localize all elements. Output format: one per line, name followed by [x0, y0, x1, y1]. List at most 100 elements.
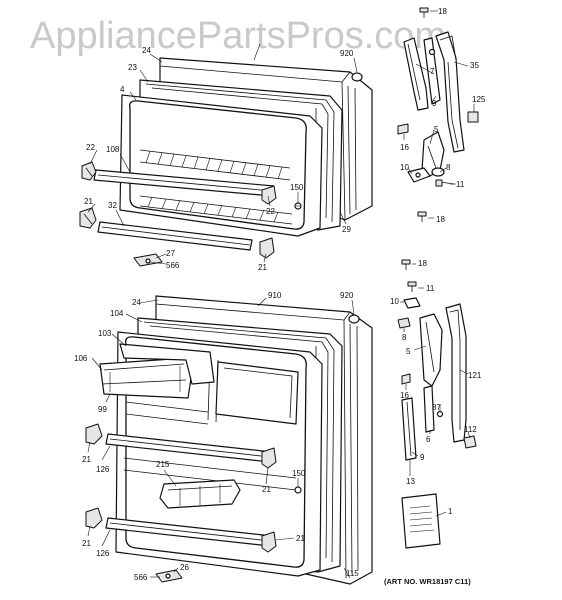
- label-18-mid: 18: [436, 215, 445, 224]
- bottom-shelf-slats: [139, 195, 293, 225]
- label-23: 23: [128, 63, 137, 72]
- label-125: 125: [472, 95, 486, 104]
- bumper-112: [463, 435, 477, 449]
- bottom-hinge-leader-lines: [400, 263, 471, 517]
- shelf-end-cap-21-bottom-b: [261, 447, 277, 469]
- hinge-cover-35: [435, 31, 465, 153]
- top-door-assembly: 24 23 4 920 22 108 21 32 150 22 29 27 56…: [79, 43, 373, 272]
- label-9-bottom: 9: [420, 453, 425, 462]
- label-16-top: 16: [400, 143, 409, 152]
- pin-16: [397, 123, 409, 135]
- screw-18-top: [419, 7, 429, 18]
- plug-920-top: [351, 72, 363, 82]
- label-9-top: 9: [432, 99, 437, 108]
- label-6: 6: [426, 435, 431, 444]
- label-566-top: 566: [166, 261, 180, 270]
- label-21-top-right: 21: [258, 263, 267, 272]
- label-26: 26: [180, 563, 189, 572]
- screw-150-bottom: [294, 486, 302, 494]
- label-5-top: 5: [434, 125, 439, 134]
- label-21-bottom-d: 21: [296, 534, 305, 543]
- top-hinge-assembly: 18 7 35 9 125 5 16 8 10 11 18: [397, 7, 486, 224]
- bottom-hinge-assembly: 18 11 10 8 5 121 16 87 6 112 9 13 1: [390, 259, 482, 549]
- dairy-bin-103: [119, 343, 215, 385]
- label-29: 29: [342, 225, 351, 234]
- bottom-shelf-bar-32: [97, 221, 253, 251]
- label-920-bottom: 920: [340, 291, 354, 300]
- label-99: 99: [98, 405, 107, 414]
- label-10-bottom: 10: [390, 297, 399, 306]
- hinge-strap-7: [403, 37, 429, 111]
- shim-10: [407, 167, 431, 183]
- shelf-end-cap-21-bottom-a: [85, 423, 103, 445]
- label-566-bottom: 566: [134, 573, 148, 582]
- screw-11: [435, 179, 455, 187]
- label-126-upper: 126: [96, 465, 110, 474]
- hinge-strap-9-bottom: [401, 397, 417, 461]
- label-150-bottom: 150: [292, 469, 306, 478]
- shelf-end-cap-22-right: [261, 185, 277, 205]
- plug-87: [436, 410, 444, 418]
- top-door-liner: [119, 94, 323, 237]
- shelf-end-cap-21-right: [259, 237, 275, 259]
- label-13: 13: [406, 477, 415, 486]
- label-115: 115: [346, 569, 359, 578]
- label-11-top: 11: [456, 180, 465, 189]
- shelf-end-cap-21-left: [79, 207, 97, 229]
- label-920-top: 920: [340, 49, 354, 58]
- label-8-bottom: 8: [402, 333, 407, 342]
- label-150-top: 150: [290, 183, 304, 192]
- plug-920-bottom: [348, 314, 360, 324]
- shim-10-bottom: [403, 297, 421, 309]
- top-hinge-leader-lines: [403, 10, 475, 219]
- label-112: 112: [464, 425, 477, 434]
- label-1: 1: [448, 507, 453, 516]
- label-121: 121: [468, 371, 482, 380]
- screw-18-mid: [417, 211, 427, 222]
- label-16-bottom: 16: [400, 391, 409, 400]
- dairy-door-106: [99, 357, 193, 399]
- label-5-bottom: 5: [406, 347, 411, 356]
- bottom-door-assembly: 24 910 920 104 103 106 99 21 126 215 150…: [74, 291, 373, 585]
- label-22-left: 22: [86, 143, 95, 152]
- shelf-end-cap-21-bottom-c: [85, 507, 103, 529]
- label-24-top: 24: [142, 46, 151, 55]
- screw-11-bottom: [407, 281, 417, 292]
- label-215: 215: [156, 460, 170, 469]
- label-22-right: 22: [266, 207, 275, 216]
- label-18-bottom: 18: [418, 259, 427, 268]
- label-18-top: 18: [438, 7, 447, 16]
- label-24-bottom: 24: [132, 298, 141, 307]
- label-21-bottom-a: 21: [82, 455, 91, 464]
- label-103: 103: [98, 329, 112, 338]
- label-106: 106: [74, 354, 88, 363]
- label-21-top-left: 21: [84, 197, 93, 206]
- label-8-top: 8: [446, 163, 451, 172]
- hinge-bracket-6: [423, 385, 435, 433]
- shelf-end-cap-22-left: [81, 161, 97, 181]
- label-126-lower: 126: [96, 549, 110, 558]
- label-10-top: 10: [400, 163, 409, 172]
- label-108: 108: [106, 145, 120, 154]
- label-11-bottom: 11: [426, 284, 435, 293]
- handle-bracket-26: [155, 569, 183, 583]
- handle-bracket-27: [133, 253, 163, 267]
- art-number: (ART NO. WR18197 C11): [384, 577, 471, 586]
- top-shelf-slats: [139, 149, 291, 181]
- label-4: 4: [120, 85, 125, 94]
- screw-18-bottom: [401, 259, 411, 270]
- egg-tray-215: [159, 479, 241, 509]
- watermark-text: AppliancePartsPros.com: [30, 15, 446, 57]
- shelf-end-cap-21-bottom-d: [261, 531, 277, 553]
- cover-plug-125: [467, 111, 479, 123]
- washer-8-bottom: [397, 317, 411, 329]
- label-21-bottom-c: 21: [82, 539, 91, 548]
- label-32: 32: [108, 201, 117, 210]
- label-910: 910: [268, 291, 282, 300]
- bottom-door-leader-lines: [87, 297, 355, 579]
- label-card-13: [401, 493, 441, 549]
- label-35: 35: [470, 61, 479, 70]
- label-7: 7: [430, 67, 435, 76]
- screw-150-top: [294, 202, 302, 210]
